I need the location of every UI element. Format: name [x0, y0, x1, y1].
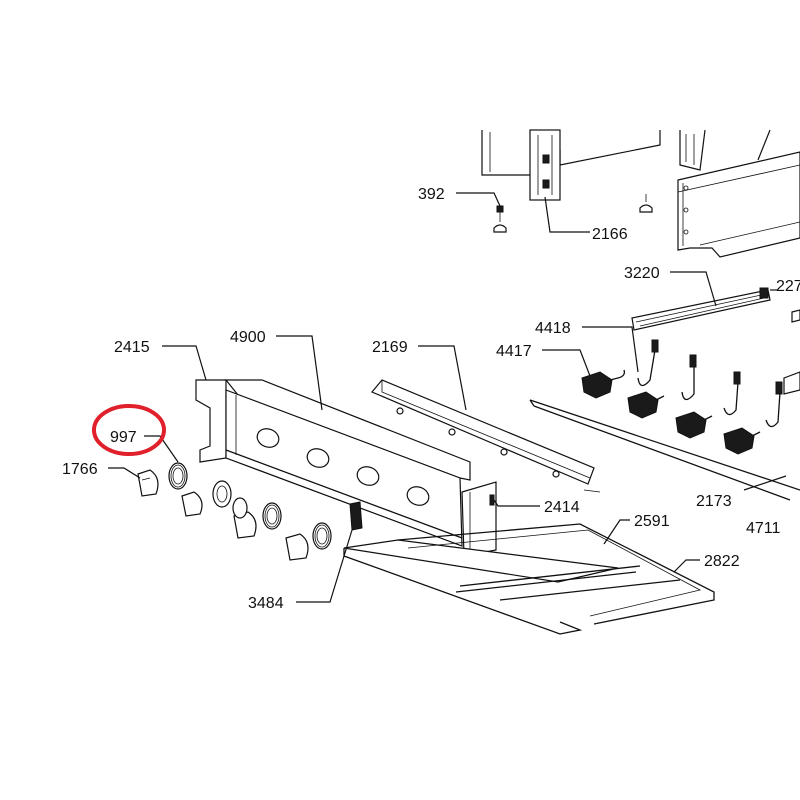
part-labels: 392 2166 3220 227 4418 4417 2415 4900 21… — [62, 186, 800, 612]
label-4900: 4900 — [230, 329, 266, 346]
label-4418: 4418 — [535, 320, 571, 337]
valve-2 — [627, 354, 697, 419]
label-4711: 4711 — [746, 520, 781, 537]
igniter-3484 — [349, 501, 363, 531]
manifold-cover-4900 — [224, 379, 471, 547]
label-2169: 2169 — [372, 339, 408, 356]
screw-392 — [493, 205, 507, 233]
upper-side-panel — [481, 129, 706, 201]
valve-4 — [723, 381, 783, 455]
label-392: 392 — [418, 186, 445, 203]
side-bracket-2415 — [195, 379, 227, 463]
screw-upper — [639, 194, 653, 213]
label-3484: 3484 — [248, 595, 284, 612]
leader-lines — [108, 129, 787, 603]
label-2415: 2415 — [114, 339, 150, 356]
label-2822: 2822 — [704, 553, 740, 570]
label-997: 997 — [110, 429, 137, 446]
bezel-3 — [262, 502, 282, 530]
burner-rail-2169 — [371, 379, 601, 493]
valve-3 — [675, 371, 741, 439]
gas-valves — [529, 339, 800, 501]
bezel-4 — [312, 522, 332, 550]
bezel-2 — [212, 480, 232, 508]
label-227: 227 — [776, 278, 800, 295]
knob-1766 — [137, 469, 159, 497]
label-2166: 2166 — [592, 226, 628, 243]
label-2173: 2173 — [696, 493, 732, 510]
valve-1 — [581, 339, 659, 399]
upper-rail-panel — [677, 151, 800, 258]
label-3220: 3220 — [624, 265, 660, 282]
drip-tray-frame — [343, 523, 715, 635]
highlight-circle — [92, 404, 166, 456]
label-4417: 4417 — [496, 343, 532, 360]
label-1766: 1766 — [62, 461, 98, 478]
knob-set — [137, 462, 332, 561]
bracket-3220 — [631, 287, 771, 331]
clip-right — [791, 309, 800, 323]
label-2591: 2591 — [634, 513, 670, 530]
label-2414: 2414 — [544, 499, 580, 516]
bezel-1 — [168, 462, 188, 490]
side-bracket-2414 — [461, 481, 497, 557]
